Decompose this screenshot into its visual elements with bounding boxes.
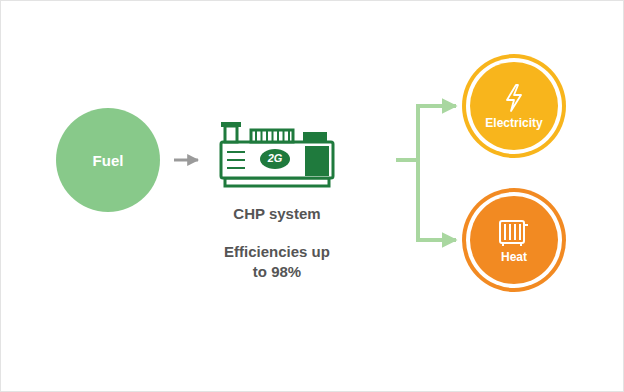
brand-badge: 2G (259, 152, 291, 164)
radiator-icon (497, 217, 531, 247)
flow-arrow (396, 160, 456, 240)
node-label: Electricity (485, 116, 542, 130)
chp-unit: 2G CHP systemEfficiencies up to 98% (202, 118, 352, 282)
flow-arrow (174, 159, 198, 162)
output-circle: Heat (470, 196, 558, 284)
efficiency-note: Efficiencies up to 98% (221, 242, 333, 282)
input-circle: Fuel (56, 108, 160, 212)
node-label: Fuel (93, 152, 124, 169)
flow-arrow (396, 106, 456, 160)
output-circle: Electricity (470, 62, 558, 150)
unit-title: CHP system (233, 204, 320, 224)
bolt-icon (501, 83, 527, 113)
node-label: Heat (501, 250, 527, 264)
